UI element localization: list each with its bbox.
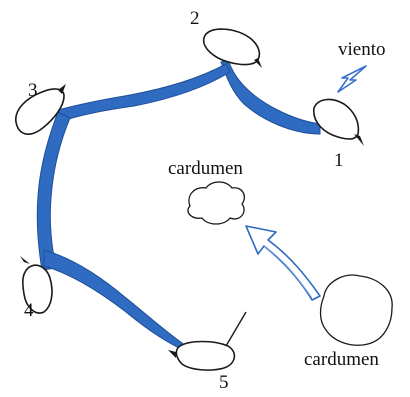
boat-5-mast <box>225 311 247 347</box>
school-movement-arrow <box>245 225 321 301</box>
wind-label: viento <box>338 39 386 60</box>
boat-3-number: 3 <box>28 80 38 101</box>
school-bottom-label: cardumen <box>304 349 379 370</box>
seine-net <box>36 59 321 356</box>
net-segment-1-2 <box>220 59 321 135</box>
boat-2-number: 2 <box>190 8 200 29</box>
boat-1-bow <box>354 134 364 146</box>
school-top-shape <box>187 181 246 225</box>
net-segment-2-3 <box>57 63 231 122</box>
wind-arrow-icon <box>337 65 367 93</box>
boat-5-hull <box>175 340 236 371</box>
boat-4-stern <box>20 256 30 264</box>
school-bottom-shape <box>319 274 393 346</box>
net-segment-3-4 <box>36 111 71 271</box>
boat-3-bow <box>58 84 66 94</box>
boat-3-hull <box>15 88 65 135</box>
boat-4-hull <box>22 264 53 314</box>
school-top-label: cardumen <box>168 158 243 179</box>
boat-5-number: 5 <box>219 372 229 393</box>
boat-2-stern <box>254 58 262 68</box>
net-segment-4-5 <box>43 249 194 356</box>
boat-5-stern <box>168 350 176 358</box>
boat-4-number: 4 <box>24 300 34 321</box>
boat-4 <box>20 256 53 314</box>
boat-1-hull <box>313 98 360 140</box>
boat-3 <box>15 84 66 135</box>
boat-1 <box>313 98 364 146</box>
boat-1-number: 1 <box>334 150 344 171</box>
boat-5 <box>168 311 247 371</box>
boat-2-hull <box>202 28 261 66</box>
boat-2 <box>202 28 262 68</box>
